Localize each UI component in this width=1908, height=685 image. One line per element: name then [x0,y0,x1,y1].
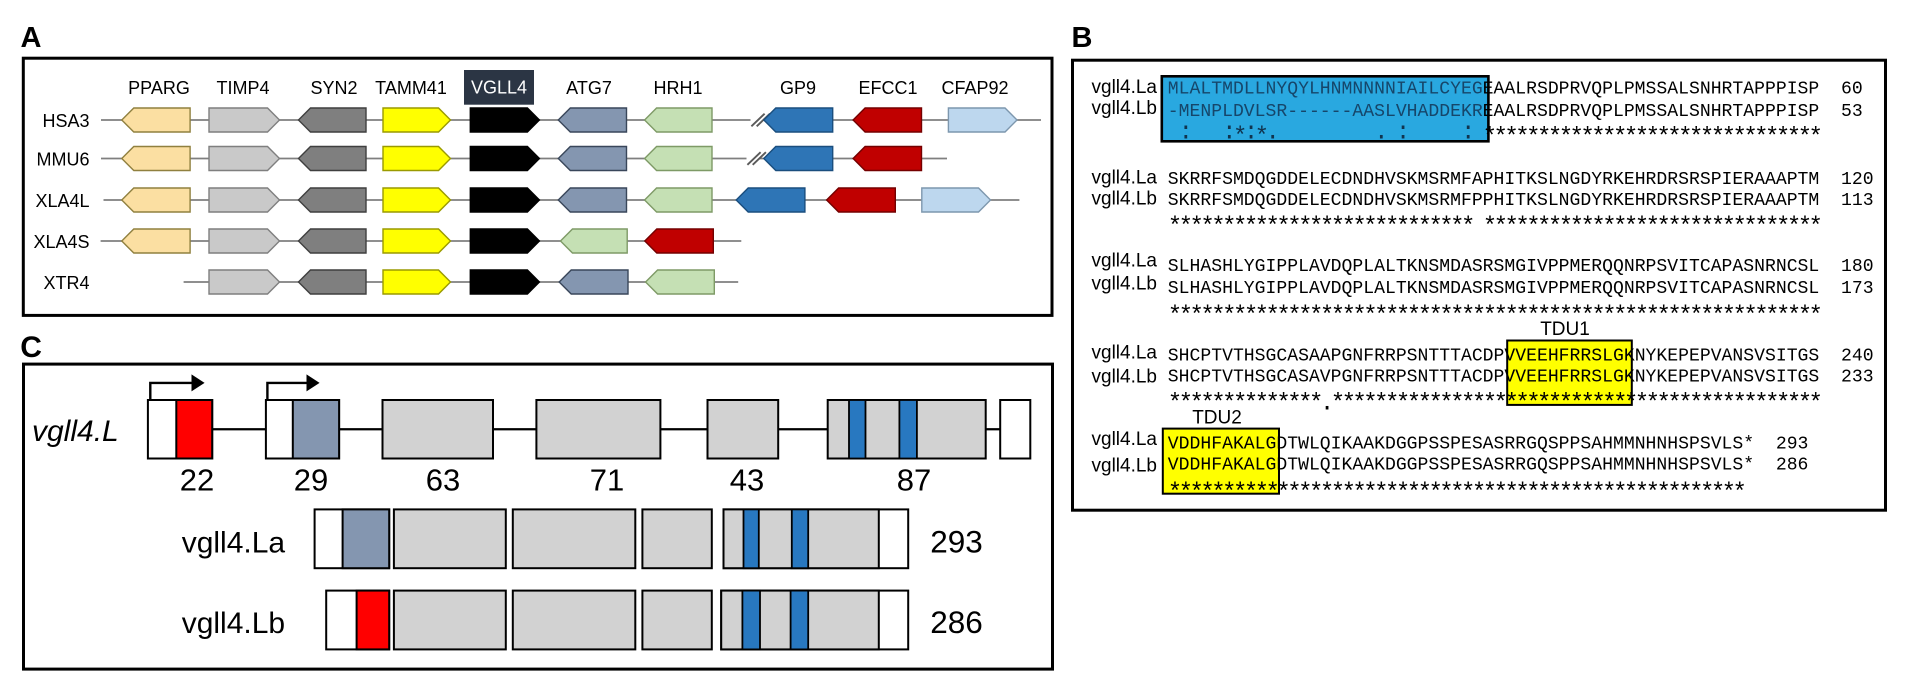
svg-text:293: 293 [930,524,983,560]
svg-text:vgll4.Lb: vgll4.Lb [1092,98,1158,119]
svg-text:SLHASHLYGIPPLAVDQPLALTKNSMDASR: SLHASHLYGIPPLAVDQPLALTKNSMDASRSMGIVPPMER… [1168,279,1874,299]
svg-text:vgll4.Lb: vgll4.Lb [182,607,285,640]
svg-text:71: 71 [590,463,624,498]
svg-text:VDDHFAKALGDTWLQIKAAKDGGPSSPESA: VDDHFAKALGDTWLQIKAAKDGGPSSPESASRRGQSPPSA… [1168,434,1809,454]
svg-text:XLA4S: XLA4S [33,232,89,252]
svg-text:VGLL4: VGLL4 [471,78,527,98]
svg-text:GP9: GP9 [780,78,816,98]
svg-text:vgll4.La: vgll4.La [182,527,286,560]
svg-text:vgll4.Lb: vgll4.Lb [1092,456,1158,477]
svg-text:SHCPTVTHSGCASAVPGNFRRPSNTTTACD: SHCPTVTHSGCASAVPGNFRRPSNTTTACDPVVEEHFRRS… [1168,368,1874,388]
svg-text:63: 63 [426,463,460,498]
svg-text:SHCPTVTHSGCASAAPGNFRRPSNTTTACD: SHCPTVTHSGCASAAPGNFRRPSNTTTACDPVVEEHFRRS… [1168,347,1874,367]
svg-text:XTR4: XTR4 [43,273,89,293]
svg-text:vgll4.La: vgll4.La [1092,77,1158,98]
svg-text:******************************: ****************************************… [1168,480,1745,507]
svg-text:87: 87 [897,463,931,498]
svg-text:EAALRSDPRVQPLPMSSALSNHRTAPPPIS: EAALRSDPRVQPLPMSSALSNHRTAPPPISP 53 [1483,102,1863,122]
svg-text:TAMM41: TAMM41 [375,78,447,98]
svg-text:MLALTMDLLNYQYLHNMNNNNIAILCYEG: MLALTMDLLNYQYLHNMNNNNIAILCYEG [1168,80,1483,100]
svg-text:C: C [20,331,42,364]
svg-text:-MENPLDVLSR------AASLVHADDEKR: -MENPLDVLSR------AASLVHADDEKR [1168,102,1483,122]
svg-text:vgll4.La: vgll4.La [1092,250,1158,271]
svg-text:SKRRFSMDQGDDELECDNDHVSKMSRMFAP: SKRRFSMDQGDDELECDNDHVSKMSRMFAPHITKSLNGDY… [1168,170,1874,190]
svg-text:TDU1: TDU1 [1540,319,1590,340]
svg-text:SYN2: SYN2 [310,78,357,98]
svg-text:A: A [21,22,42,54]
svg-text:XLA4L: XLA4L [35,191,89,211]
svg-text:******************************: ******************************* [1483,125,1821,152]
svg-text:**************************** *: **************************** ***********… [1168,214,1821,241]
svg-text:EFCC1: EFCC1 [858,78,917,98]
svg-text:vgll4.Lb: vgll4.Lb [1092,366,1158,387]
svg-text:22: 22 [180,463,214,498]
svg-text:SLHASHLYGIPPLAVDQPLALTKNSMDASR: SLHASHLYGIPPLAVDQPLALTKNSMDASRSMGIVPPMER… [1168,257,1874,277]
svg-text:HSA3: HSA3 [42,111,89,131]
svg-text:HRH1: HRH1 [653,78,702,98]
svg-text:29: 29 [294,463,328,498]
svg-text:**************.***************: **************.*************************… [1168,390,1821,417]
svg-text:* *: * * [1168,124,1483,151]
svg-text:vgll4.Lb: vgll4.Lb [1092,188,1158,209]
svg-text:: : : . . : :: : : : . . : : [1168,120,1483,147]
svg-text:ATG7: ATG7 [566,78,612,98]
svg-text:vgll4.La: vgll4.La [1092,168,1158,189]
svg-text:vgll4.La: vgll4.La [1092,429,1158,450]
svg-text:VDDHFAKALGDTWLQIKAAKDGGPSSPESA: VDDHFAKALGDTWLQIKAAKDGGPSSPESASRRGQSPPSA… [1168,456,1809,476]
svg-text:SKRRFSMDQGDDELECDNDHVSKMSRMFPP: SKRRFSMDQGDDELECDNDHVSKMSRMFPPHITKSLNGDY… [1168,191,1874,211]
svg-text:CFAP92: CFAP92 [941,78,1008,98]
svg-text:vgll4.Lb: vgll4.Lb [1092,273,1158,294]
svg-text:vgll4.La: vgll4.La [1092,342,1158,363]
svg-text:286: 286 [930,604,983,640]
svg-text:TIMP4: TIMP4 [216,78,269,98]
svg-text:MMU6: MMU6 [37,150,90,170]
svg-text:B: B [1072,22,1093,54]
svg-text:vgll4.L: vgll4.L [32,415,119,448]
svg-text:EAALRSDPRVQPLPMSSALSNHRTAPPPIS: EAALRSDPRVQPLPMSSALSNHRTAPPPISP 60 [1483,80,1863,100]
svg-text:******************************: ****************************************… [1168,303,1821,330]
svg-text:PPARG: PPARG [128,78,190,98]
svg-text:43: 43 [730,463,764,498]
svg-text:TDU2: TDU2 [1192,408,1242,429]
